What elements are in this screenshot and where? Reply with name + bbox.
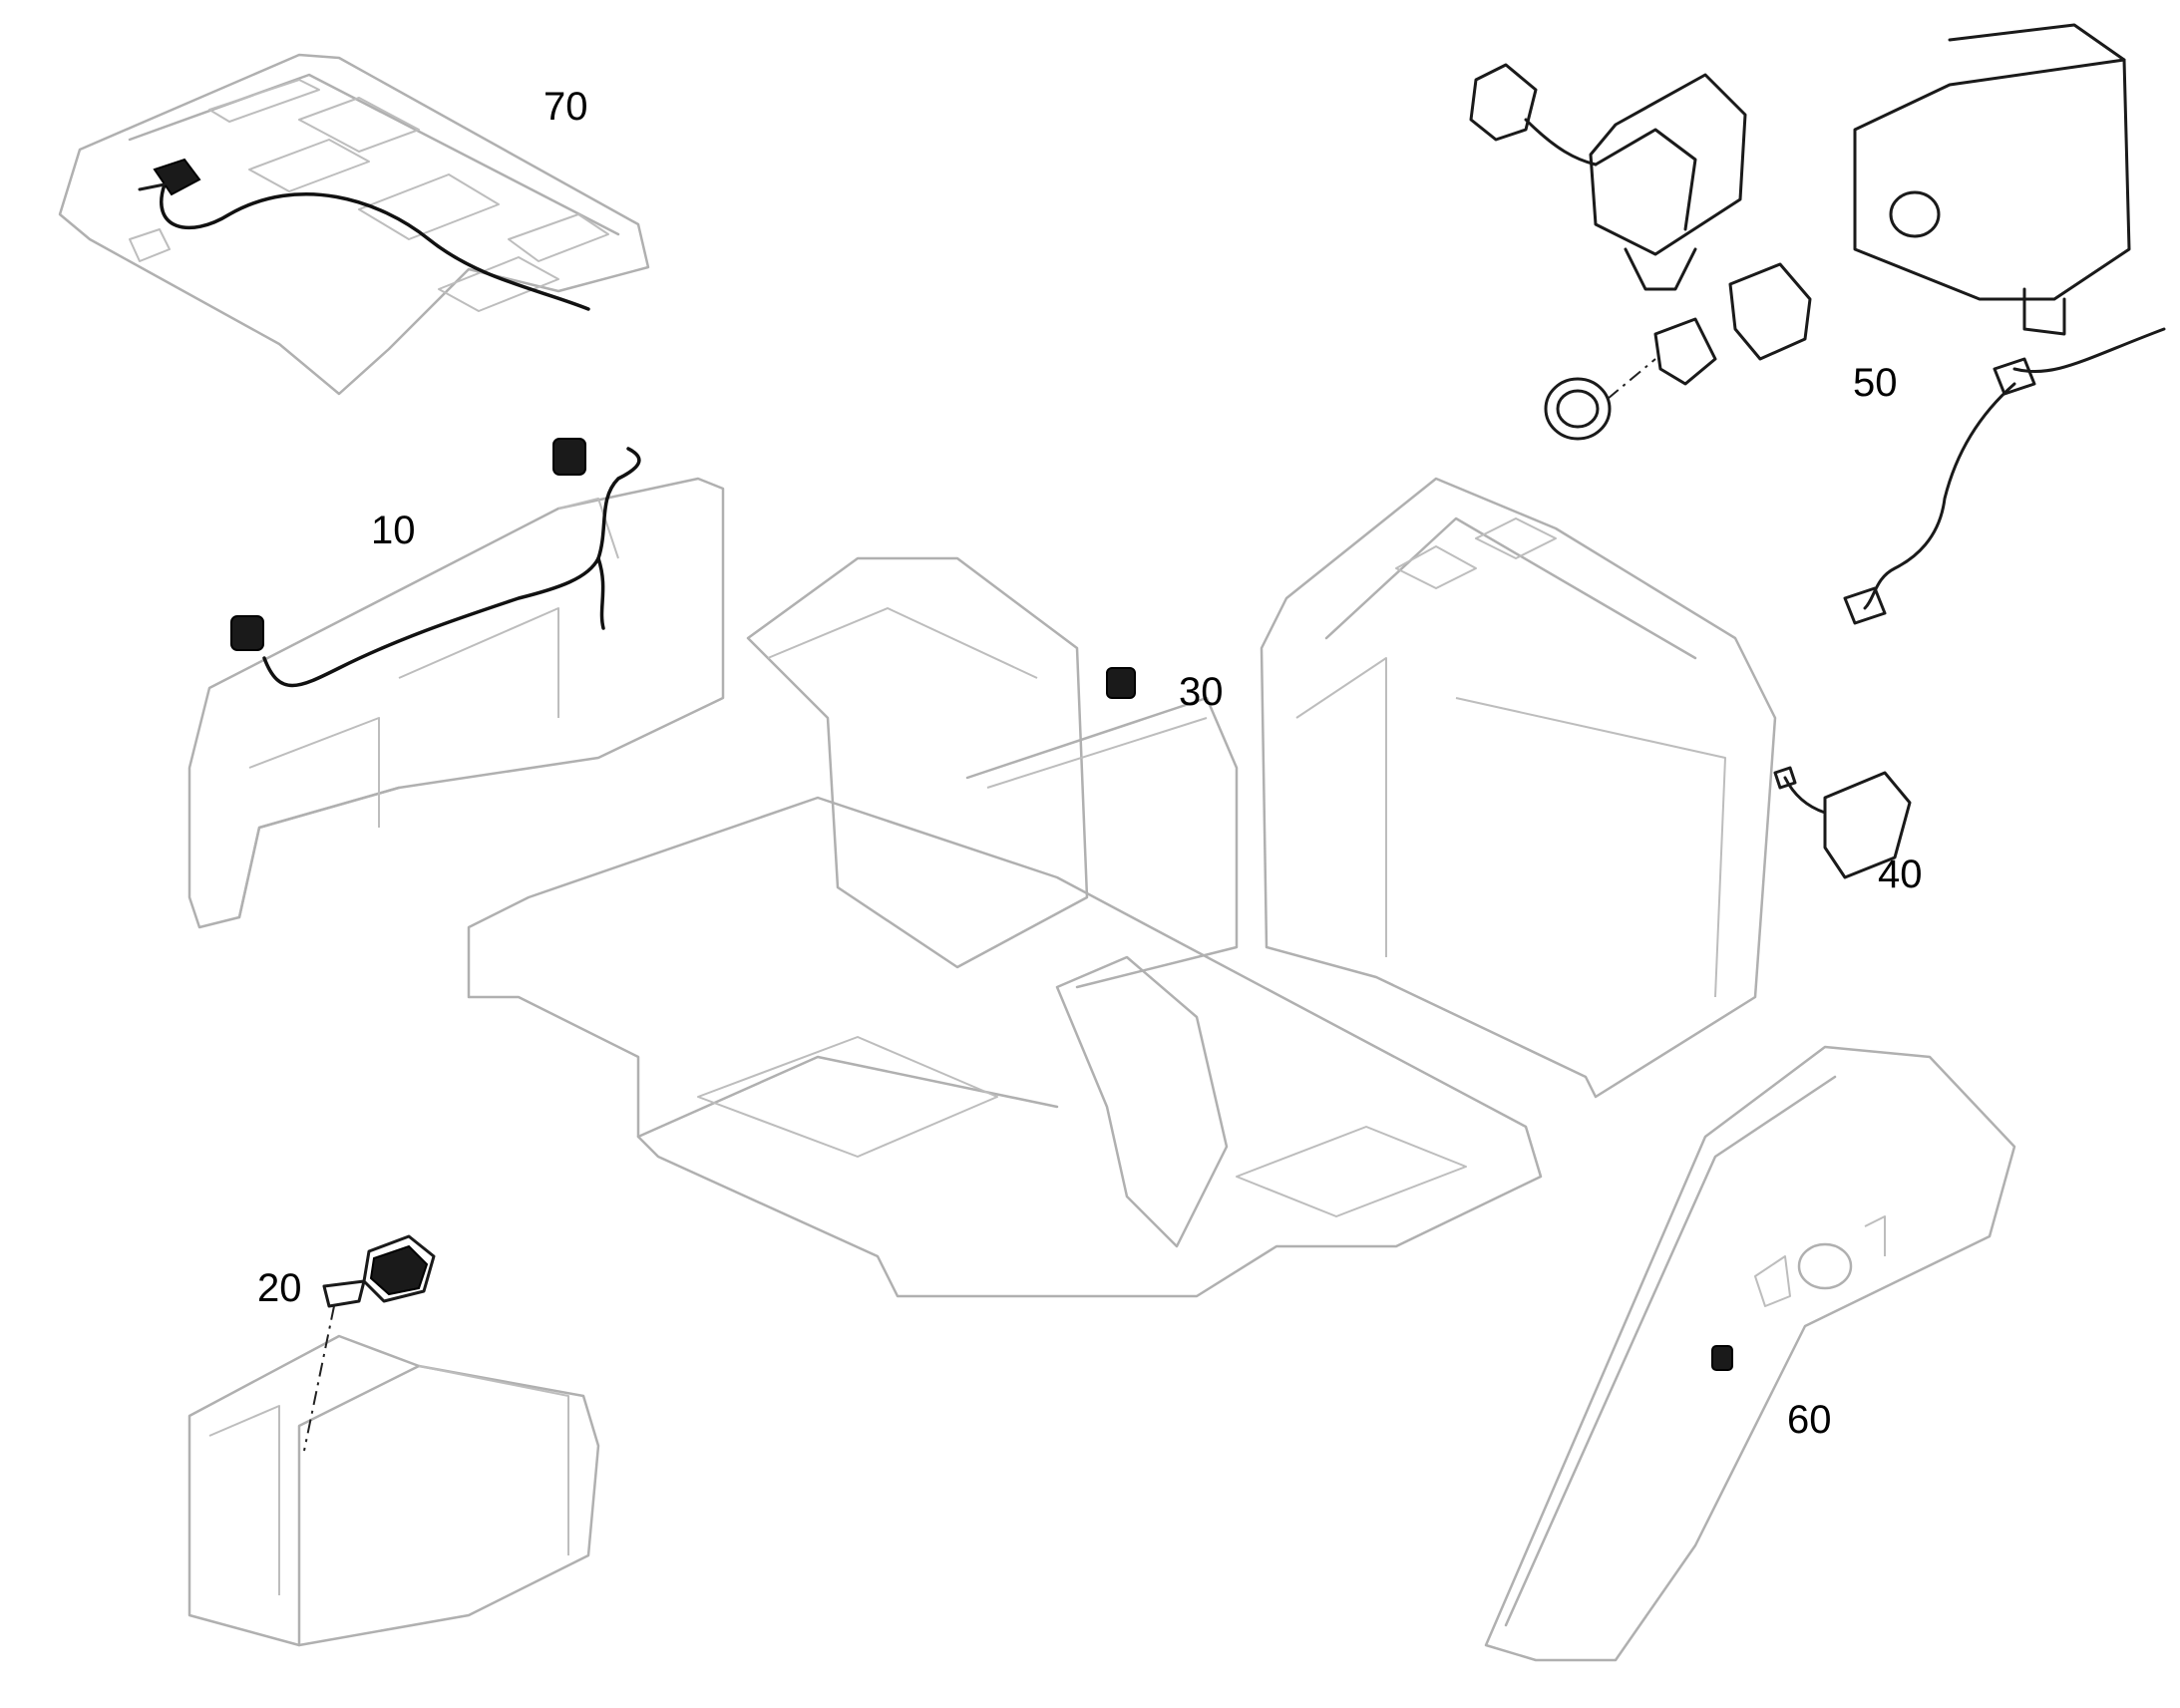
work-lamp-icon — [1106, 667, 1136, 699]
work-lamp-icon — [552, 438, 586, 476]
callout-20: 20 — [257, 1266, 302, 1310]
hood-assembly-70[interactable] — [58, 53, 650, 396]
callout-40: 40 — [1878, 853, 1923, 896]
callout-60: 60 — [1787, 1398, 1832, 1442]
boom-assembly-60[interactable] — [1484, 1045, 2016, 1662]
callout-70: 70 — [544, 85, 588, 129]
work-lamp-icon — [230, 615, 264, 651]
callout-10: 10 — [371, 509, 416, 552]
callout-50: 50 — [1853, 361, 1898, 405]
callout-30: 30 — [1179, 670, 1224, 714]
detail-view-20[interactable] — [187, 1234, 600, 1647]
cab-lamp-40[interactable] — [1773, 766, 1912, 879]
work-lamp-icon — [1711, 1345, 1733, 1371]
upper-structure-frame — [467, 477, 1777, 1298]
work-lamp-assembly-50[interactable] — [1469, 23, 2166, 625]
counterweight-assembly-10[interactable] — [187, 438, 725, 929]
